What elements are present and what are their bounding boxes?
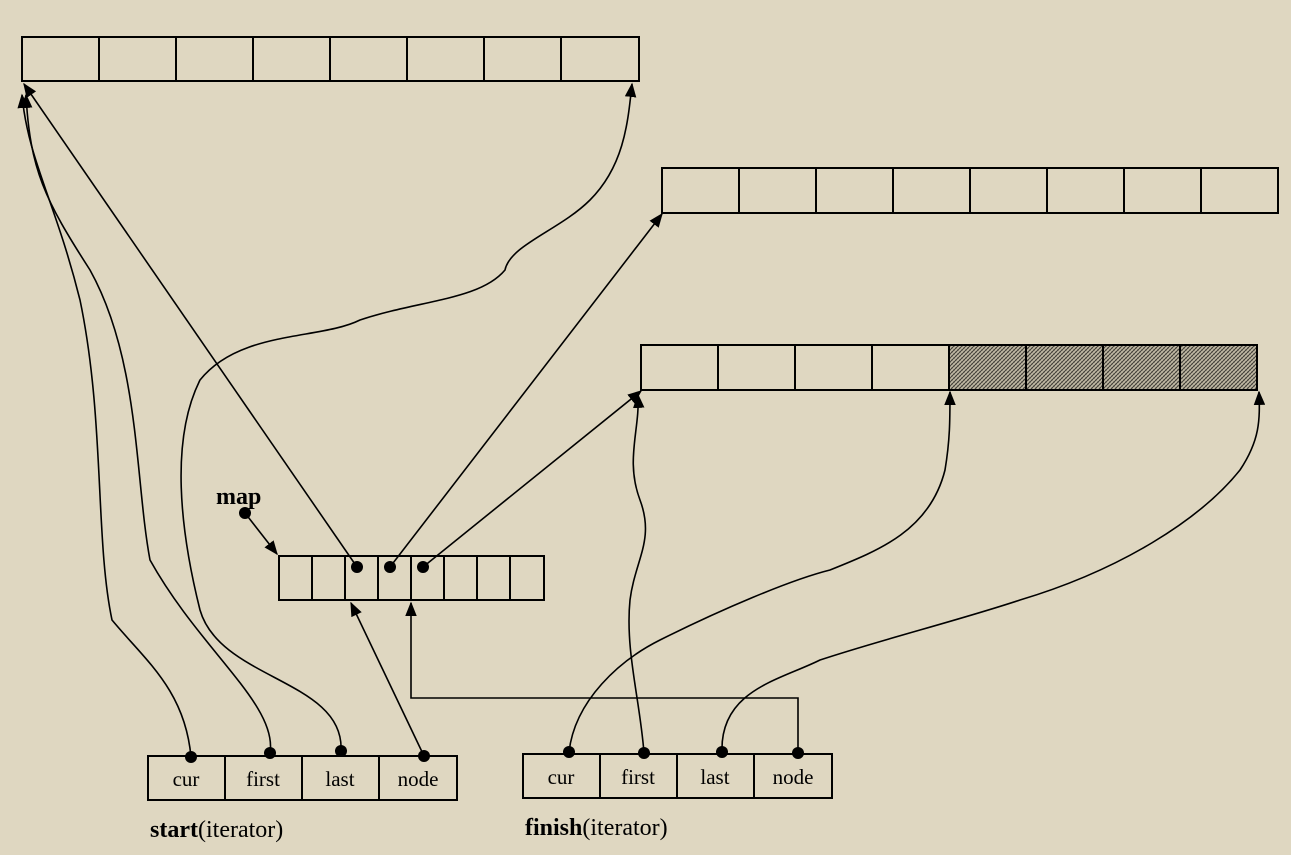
finish-iterator: cur first last node — [522, 753, 833, 799]
map-cell — [377, 555, 412, 601]
map-cell — [443, 555, 478, 601]
start-first-arrow — [20, 93, 272, 754]
buffer-2-cell — [1123, 167, 1202, 214]
start-cur-arrow — [17, 93, 192, 758]
buffer-3-cell — [871, 344, 950, 391]
buffer-3-cell-unused — [1025, 344, 1104, 391]
buffer-1-cell — [483, 36, 562, 82]
map-array — [278, 555, 545, 601]
start-node-label: node — [398, 767, 439, 791]
buffer-2-cell — [892, 167, 971, 214]
finish-node-label: node — [773, 765, 814, 789]
finish-cur-label: cur — [548, 765, 575, 789]
buffer-2-cell — [1046, 167, 1125, 214]
buffer-1-cell — [560, 36, 640, 82]
start-last-arrow — [180, 82, 637, 752]
buffer-3-cell-unused — [948, 344, 1027, 391]
buffer-1 — [21, 36, 640, 82]
map-cell — [476, 555, 511, 601]
buffer-1-cell — [329, 36, 408, 82]
finish-iterator-title: finish(iterator) — [525, 815, 668, 841]
buffer-2-cell — [661, 167, 740, 214]
map-cell — [344, 555, 379, 601]
map-cell — [278, 555, 313, 601]
buffer-3-cell-unused — [1179, 344, 1258, 391]
buffer-2-cell — [738, 167, 817, 214]
buffer-2 — [661, 167, 1279, 214]
buffer-3-cell — [717, 344, 796, 391]
buffer-1-cell — [98, 36, 177, 82]
start-first-label: first — [246, 767, 280, 791]
map-node-3-arrow — [422, 390, 643, 568]
buffer-2-cell — [969, 167, 1048, 214]
buffer-1-cell — [175, 36, 254, 82]
buffer-3-cell — [640, 344, 719, 391]
start-iterator-title: start(iterator) — [150, 817, 283, 843]
finish-last-label: last — [700, 765, 729, 789]
map-cell — [509, 555, 545, 601]
finish-node-arrow — [405, 601, 799, 753]
start-node-arrow — [350, 601, 425, 757]
map-pointer-arrow — [244, 512, 278, 556]
start-cur-label: cur — [173, 767, 200, 791]
finish-first-label: first — [621, 765, 655, 789]
start-iterator: cur first last node — [147, 755, 458, 801]
buffer-1-cell — [252, 36, 331, 82]
map-cell — [311, 555, 346, 601]
map-node-2-arrow — [389, 212, 663, 568]
buffer-3-cell-unused — [1102, 344, 1181, 391]
finish-last-arrow — [721, 390, 1266, 753]
map-node-1-arrow — [23, 82, 358, 568]
map-label: map — [216, 484, 261, 510]
buffer-2-cell — [1200, 167, 1279, 214]
buffer-2-cell — [815, 167, 894, 214]
buffer-1-cell — [21, 36, 100, 82]
buffer-3-cell — [794, 344, 873, 391]
start-last-label: last — [325, 767, 354, 791]
buffer-3 — [640, 344, 1258, 391]
finish-first-arrow — [628, 393, 647, 754]
finish-cur-arrow — [568, 390, 956, 753]
buffer-1-cell — [406, 36, 485, 82]
